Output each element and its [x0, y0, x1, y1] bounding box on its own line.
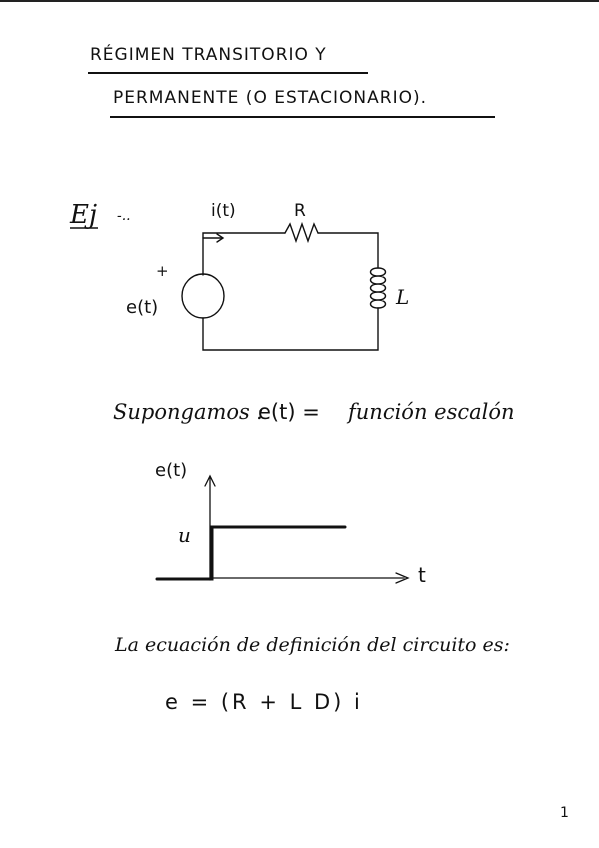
title-underline-2: [110, 116, 495, 118]
wire-bottom: [202, 307, 379, 351]
inductor-symbol: [369, 267, 387, 309]
title-underline-1: [88, 72, 368, 74]
resistor-symbol: [284, 221, 319, 244]
title-line-2: PERMANENTE (O ESTACIONARIO).: [113, 88, 428, 108]
current-label: i(t): [211, 201, 236, 221]
supposition-expression: e(t) =: [258, 400, 320, 424]
supposition-rest: función escalón: [348, 400, 515, 424]
page-number: 1: [560, 805, 569, 821]
resistor-label: R: [294, 201, 306, 221]
graph-level-label: u: [178, 523, 191, 547]
top-border: [0, 0, 599, 2]
example-label: Ej: [70, 200, 98, 230]
graph-y-label: e(t): [155, 460, 188, 481]
current-arrow-head: [216, 233, 225, 243]
wire-left-top: [202, 232, 286, 276]
step-graph: [155, 474, 410, 584]
step-function-line: [155, 525, 347, 581]
source-label: e(t): [126, 297, 159, 318]
voltage-source-symbol: [181, 273, 225, 319]
equation-formula: e = (R + L D) i: [165, 690, 363, 714]
polarity-label: +: [156, 262, 169, 280]
x-axis-arrow: [395, 572, 410, 584]
title-line-1: RÉGIMEN TRANSITORIO Y: [90, 45, 327, 65]
inductor-label: L: [396, 285, 410, 309]
example-dots: -..: [117, 208, 131, 224]
circuit-diagram: [181, 221, 387, 351]
wire-right-top: [317, 232, 379, 269]
y-axis-arrow: [204, 474, 216, 487]
graph-x-label: t: [418, 563, 426, 587]
supposition-lead: Supongamos :: [113, 400, 264, 424]
equation-intro: La ecuación de definición del circuito e…: [115, 634, 510, 656]
